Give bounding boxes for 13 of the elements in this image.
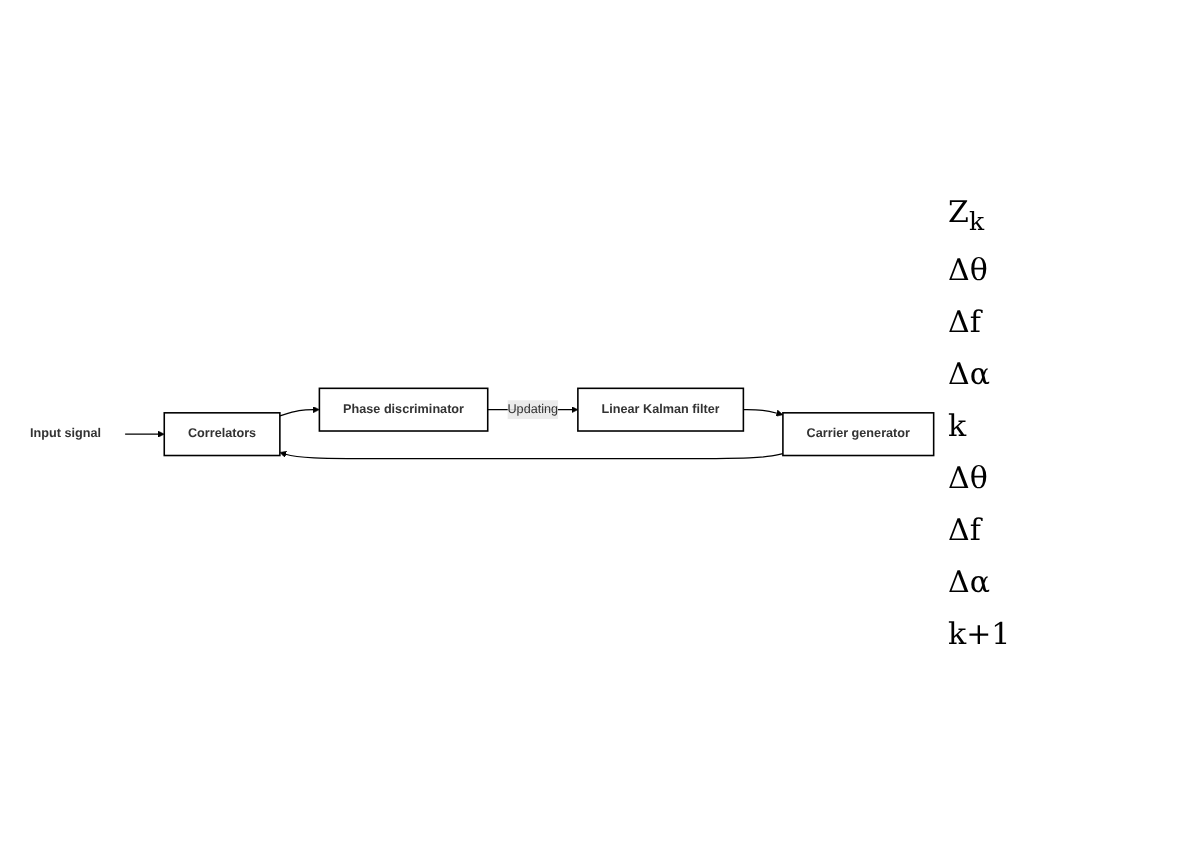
arrow xyxy=(279,450,784,459)
label-text: Z$_{k}$ xyxy=(946,192,987,238)
arrow xyxy=(279,405,320,416)
label-text: Δα xyxy=(946,354,992,394)
label-text: k+1 xyxy=(946,614,1013,654)
label-text: Δθ xyxy=(946,458,990,498)
arrow xyxy=(742,408,784,417)
arrow xyxy=(124,430,165,438)
label-text: Δθ xyxy=(946,250,990,290)
label-text: Δf xyxy=(946,302,985,342)
label-text: k xyxy=(946,406,969,446)
label-text: Δα xyxy=(946,562,992,602)
label-text: Δf xyxy=(946,510,985,550)
